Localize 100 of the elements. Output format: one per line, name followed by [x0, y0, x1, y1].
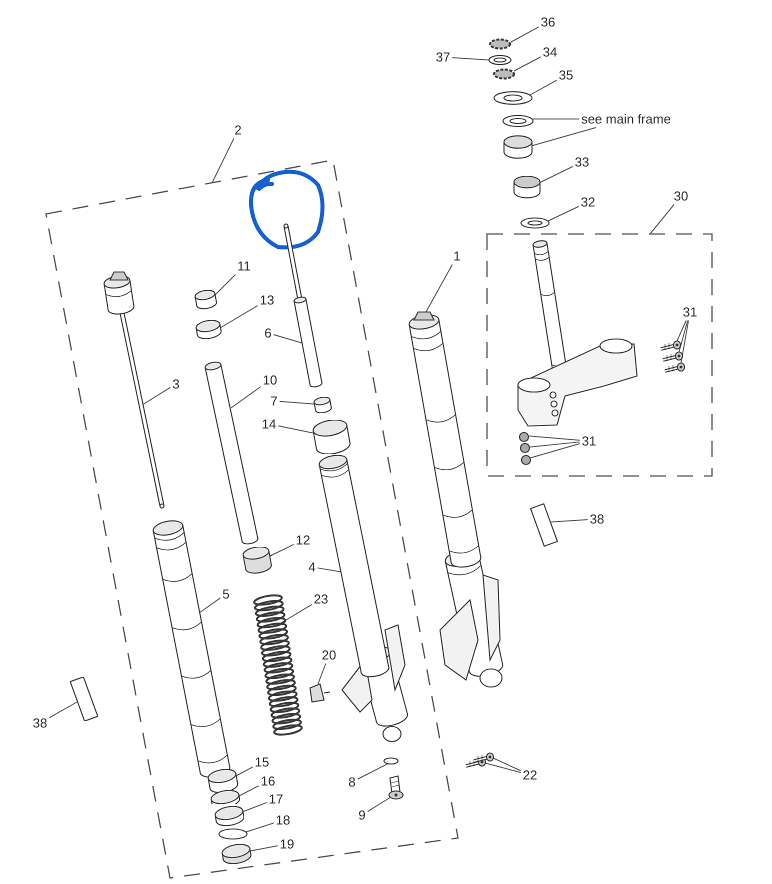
callout-number: 16	[260, 774, 276, 788]
callout-number: 37	[434, 50, 452, 64]
leader-line	[530, 443, 580, 458]
leader-line	[367, 796, 392, 812]
leader-line	[548, 206, 580, 222]
leader-line	[530, 127, 597, 146]
bolt-drawing	[465, 757, 487, 769]
leader-line	[528, 436, 580, 441]
callout-number: 11	[236, 258, 252, 274]
callout-number: 34	[542, 44, 558, 60]
bush-drawing	[195, 320, 222, 339]
leader-line	[250, 845, 278, 852]
callout-number: 23	[312, 592, 330, 606]
leader-line	[273, 334, 302, 344]
rod-drawing	[282, 222, 324, 389]
callout-number: 20	[320, 648, 338, 662]
leader-line	[212, 138, 234, 184]
leader-line	[678, 320, 688, 352]
clip-drawing	[218, 828, 248, 840]
bolt-drawing	[659, 340, 681, 352]
callout-number: 32	[580, 194, 596, 210]
callout-number: 4	[307, 560, 317, 574]
callout-number: 10	[262, 372, 278, 388]
callout-number: 17	[268, 792, 284, 806]
callout-number: 18	[274, 812, 292, 828]
callout-number: 1	[452, 248, 462, 264]
callout-number: 13	[258, 292, 276, 308]
callout-number: 14	[260, 416, 278, 432]
nut-drawing	[488, 38, 512, 50]
callout-number: 38	[32, 716, 48, 730]
callout-note: see main frame	[580, 112, 672, 126]
fork-outer-tube-drawing	[152, 520, 231, 778]
bush-drawing	[312, 420, 351, 454]
o-ring-drawing	[383, 757, 399, 765]
leader-line	[317, 567, 342, 572]
seal-drawing	[214, 806, 244, 826]
callout-number: 19	[278, 836, 296, 852]
leader-line	[280, 604, 312, 624]
nut-drawing	[492, 68, 516, 80]
nut-drawing	[242, 547, 273, 574]
bolt-drawing	[388, 775, 404, 800]
leader-line	[538, 166, 574, 184]
leader-line	[318, 663, 326, 684]
bush-drawing	[194, 290, 218, 310]
callout-number: 3	[171, 376, 181, 392]
leader-line	[279, 400, 314, 404]
leader-line	[198, 597, 221, 614]
callout-number: 15	[254, 754, 270, 770]
valve-drawing	[309, 683, 331, 703]
callout-number: 30	[672, 188, 690, 204]
callout-number: 35	[558, 68, 574, 82]
callout-number: 31	[580, 434, 598, 448]
leader-line	[680, 320, 689, 364]
leader-line	[426, 264, 453, 312]
washer-drawing	[488, 55, 512, 66]
bolt-drawing	[661, 351, 683, 363]
callout-number: 8	[347, 774, 357, 790]
leader-line	[530, 441, 580, 448]
bolt-head-drawing	[519, 432, 530, 443]
callout-number: 2	[233, 122, 243, 138]
callout-number: 7	[269, 394, 279, 408]
callout-number: 22	[522, 768, 538, 782]
leader-line	[278, 425, 314, 434]
leader-line	[246, 822, 274, 832]
bearing-drawing	[513, 176, 541, 199]
bearing-race-drawing	[502, 115, 534, 128]
spring-drawing	[252, 594, 304, 737]
seal-drawing	[520, 217, 550, 229]
leader-line	[142, 386, 171, 406]
bolt-drawing	[663, 362, 685, 374]
callout-number: 6	[263, 326, 273, 340]
dust-cap-drawing	[221, 844, 252, 864]
bolt-head-drawing	[521, 455, 532, 466]
leader-line	[676, 320, 687, 342]
callout-number: 36	[540, 14, 556, 30]
callout-number: 31	[682, 304, 698, 320]
callout-number: 5	[221, 586, 231, 602]
leader-line	[484, 762, 522, 774]
leader-line	[234, 766, 254, 778]
callout-number: 33	[574, 154, 590, 170]
cartridge-tube-drawing	[204, 361, 260, 546]
leader-line	[242, 802, 268, 812]
washer-drawing	[210, 790, 240, 804]
leader-line	[514, 56, 542, 72]
bearing-drawing	[503, 135, 533, 160]
leader-line	[532, 118, 580, 120]
leader-line	[48, 702, 78, 718]
leader-line	[268, 544, 294, 558]
bolt-head-drawing	[520, 443, 531, 454]
leader-line	[530, 80, 558, 96]
callout-number: 12	[294, 532, 312, 548]
leader-line	[214, 274, 236, 296]
leader-line	[492, 758, 522, 772]
leader-line	[510, 26, 540, 42]
washer-drawing	[493, 91, 533, 105]
leader-line	[650, 204, 675, 234]
callout-number: 9	[357, 808, 367, 822]
leader-line	[550, 519, 588, 522]
callout-number: 38	[588, 512, 606, 526]
bush-drawing	[313, 397, 332, 413]
